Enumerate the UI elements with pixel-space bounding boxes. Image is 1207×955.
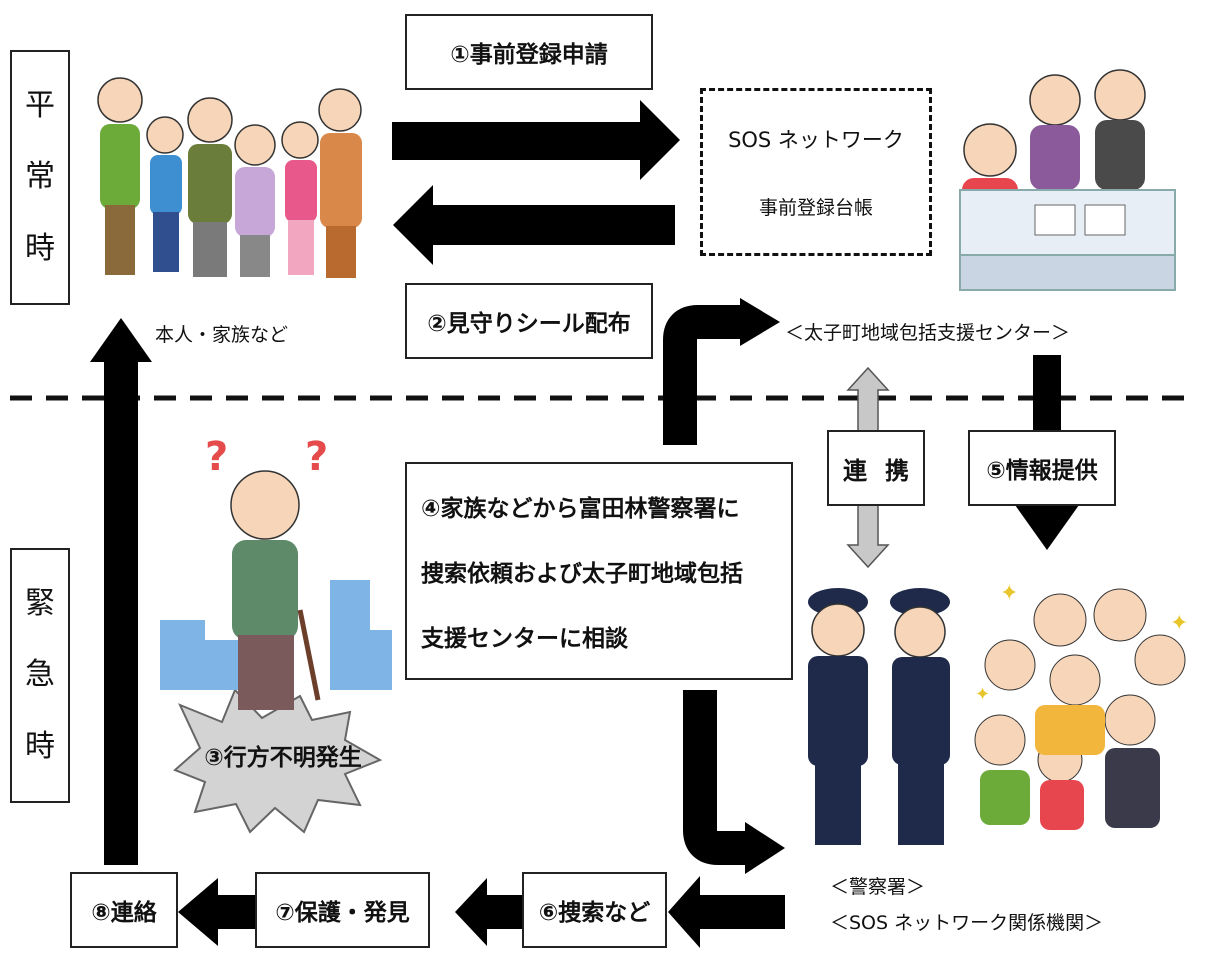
reception-illustration bbox=[959, 69, 1176, 291]
mode-normal-char: 時 bbox=[25, 231, 55, 267]
step5-label: ⑤情報提供 bbox=[986, 458, 1098, 484]
step4-line: ④家族などから富田林警察署に bbox=[421, 496, 740, 523]
arrow-protect-left bbox=[455, 878, 522, 946]
city-buildings bbox=[160, 580, 392, 690]
arrow-to-center-head bbox=[740, 298, 780, 346]
arrow-apply-right bbox=[392, 100, 680, 180]
svg-text:✦: ✦ bbox=[1170, 611, 1188, 636]
police-caption: ＜警察署＞ bbox=[830, 876, 926, 898]
mode-emergency-char: 時 bbox=[25, 729, 55, 765]
step4-line: 支援センターに相談 bbox=[421, 625, 628, 652]
arrow-to-center-up bbox=[663, 305, 745, 445]
step2-box: ②見守りシール配布 bbox=[405, 283, 653, 359]
svg-text:✦: ✦ bbox=[975, 684, 990, 705]
mode-normal-char: 常 bbox=[25, 159, 55, 195]
registry-line2: 事前登録台帳 bbox=[758, 196, 873, 219]
center-caption: ＜太子町地域包括支援センター＞ bbox=[785, 322, 1071, 344]
arrow-to-police-head bbox=[745, 822, 785, 874]
step8-box: ⑧連絡 bbox=[70, 872, 178, 948]
cooperation-box: 連 携 bbox=[827, 430, 925, 506]
missing-burst-shape bbox=[173, 688, 383, 834]
step7-box: ⑦保護・発見 bbox=[255, 872, 430, 948]
mode-emergency-char: 緊 bbox=[25, 585, 55, 621]
family-illustration bbox=[97, 77, 362, 278]
step6-label: ⑥捜索など bbox=[538, 900, 651, 926]
arrow-distribute-left bbox=[393, 185, 675, 265]
arrow-info-head bbox=[1015, 505, 1079, 550]
step4-box: ④家族などから富田林警察署に 捜索依頼および太子町地域包括 支援センターに相談 bbox=[405, 462, 793, 680]
svg-text:?: ? bbox=[305, 434, 328, 480]
step3-label: ③行方不明発生 bbox=[204, 745, 362, 771]
arrow-return-up-head bbox=[90, 318, 152, 362]
mode-normal-box: 平 常 時 bbox=[10, 50, 70, 305]
step1-box: ①事前登録申請 bbox=[405, 14, 653, 90]
registry-box: SOS ネットワーク 事前登録台帳 bbox=[700, 88, 932, 256]
step4-line: 捜索依頼および太子町地域包括 bbox=[421, 560, 743, 587]
cooperation-char: 連 bbox=[843, 456, 867, 485]
arrow-search-left bbox=[668, 876, 785, 948]
step1-label: ①事前登録申請 bbox=[450, 42, 608, 68]
step7-label: ⑦保護・発見 bbox=[275, 900, 410, 926]
step6-box: ⑥捜索など bbox=[522, 872, 667, 948]
step2-label: ②見守りシール配布 bbox=[427, 311, 631, 337]
registry-line1: SOS ネットワーク bbox=[728, 128, 904, 153]
mode-emergency-char: 急 bbox=[25, 657, 55, 693]
network-caption: ＜SOS ネットワーク関係機関＞ bbox=[830, 912, 1104, 934]
mode-normal-char: 平 bbox=[25, 87, 55, 123]
mode-emergency-box: 緊 急 時 bbox=[10, 548, 70, 803]
svg-text:✦: ✦ bbox=[1000, 581, 1018, 606]
missing-person-illustration: ? ? bbox=[205, 434, 328, 710]
svg-text:?: ? bbox=[205, 434, 228, 480]
police-illustration bbox=[808, 588, 950, 845]
step8-label: ⑧連絡 bbox=[91, 900, 157, 926]
cooperation-char: 携 bbox=[885, 456, 909, 485]
arrow-return-up-shaft bbox=[104, 360, 138, 865]
arrow-to-police-down bbox=[683, 690, 750, 865]
arrow-contact-left bbox=[178, 878, 255, 946]
network-crowd-illustration: ✦ ✦ ✦ bbox=[974, 581, 1188, 830]
family-caption: 本人・家族など bbox=[155, 324, 289, 346]
step5-box: ⑤情報提供 bbox=[968, 430, 1116, 506]
